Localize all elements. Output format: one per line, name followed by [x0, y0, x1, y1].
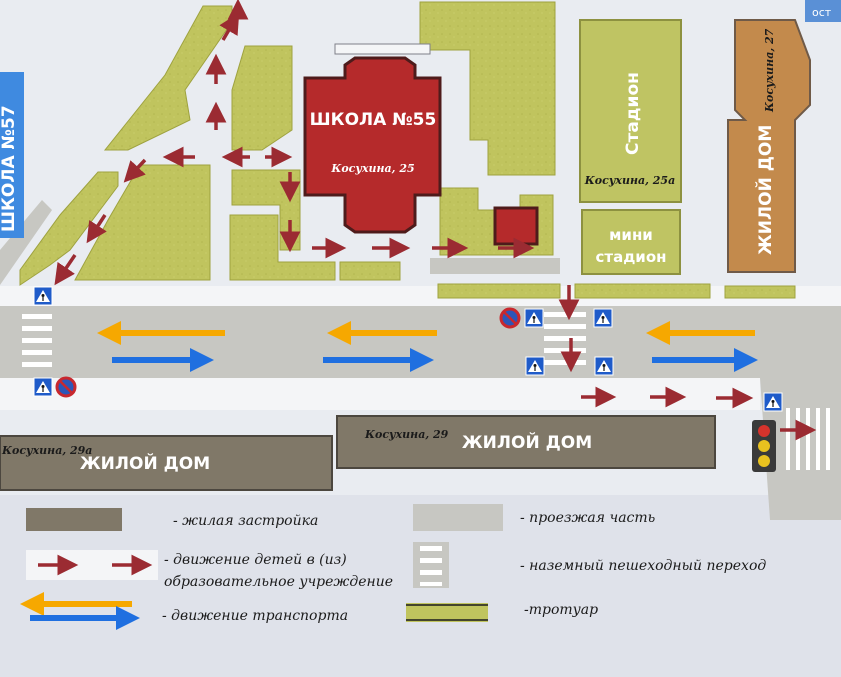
- house27-address: Косухина, 27: [763, 28, 776, 113]
- side-road-right: [760, 378, 841, 520]
- green-area: [74, 164, 211, 281]
- legend-crossing-swatch: [413, 542, 449, 588]
- green-area: [437, 283, 561, 299]
- house29a-building: [0, 435, 333, 491]
- green-area: [229, 214, 336, 281]
- walk-arrow: [219, 12, 240, 41]
- school55-address: Косухина, 25: [330, 162, 414, 175]
- legend-roadway-text: - проезжая часть: [520, 510, 655, 526]
- legend-children-text-2: образовательное учреждение: [164, 574, 393, 590]
- house27-title: ЖИЛОЙ ДОМ: [754, 125, 776, 255]
- green-area: [574, 283, 711, 299]
- walk-arrows: [54, 0, 817, 441]
- legend-residential-text: - жилая застройка: [173, 513, 318, 529]
- house29-title: ЖИЛОЙ ДОМ: [462, 431, 592, 453]
- no-parking-sign-icon: [499, 307, 521, 329]
- legend-residential-swatch: [26, 508, 122, 531]
- driveway-strip: [430, 258, 560, 274]
- legend-sidewalk-swatch: [406, 603, 488, 622]
- school57-building: [0, 72, 24, 238]
- legend-children-text-1: - движение детей в (из): [164, 552, 347, 568]
- school55-building: [303, 43, 442, 234]
- legend-crossing-text: - наземный пешеходный переход: [520, 558, 766, 574]
- legend-roadway-swatch: [413, 504, 503, 531]
- stadium-title: Стадион: [623, 72, 643, 155]
- house29a-address: Косухина, 29а: [1, 444, 92, 457]
- green-areas: [19, 1, 796, 299]
- green-area: [19, 171, 119, 286]
- house29-address: Косухина, 29: [364, 428, 449, 441]
- annex-building: [493, 206, 539, 246]
- house29-building: [336, 415, 716, 469]
- mini-stadium-line2: стадион: [595, 248, 666, 266]
- pedestrian-crossing-sign-icon: [763, 392, 783, 412]
- green-area: [339, 261, 401, 281]
- corner-sign-text: ост: [812, 6, 832, 19]
- walk-arrow: [54, 254, 77, 286]
- pedestrian-crossing-sign-icon: [525, 356, 545, 376]
- mini-stadium-line1: мини: [609, 226, 653, 244]
- house29a-title: ЖИЛОЙ ДОМ: [80, 452, 210, 474]
- sidewalk-bottom: [0, 378, 760, 410]
- house27-building: [727, 19, 811, 273]
- pedestrian-crossing-sign-icon: [593, 308, 613, 328]
- green-area: [231, 45, 293, 151]
- school57-title: ШКОЛА №57: [0, 105, 19, 232]
- diagonal-road-left: [0, 200, 52, 285]
- green-area: [724, 285, 796, 299]
- school55-title: ШКОЛА №55: [310, 110, 437, 130]
- stadium: [579, 19, 682, 203]
- pedestrian-crossing-sign-icon: [33, 377, 53, 397]
- legend-sidewalk-text: -тротуар: [524, 602, 598, 618]
- no-parking-sign-icon: [55, 376, 77, 398]
- mini-stadium: [581, 209, 681, 275]
- walk-arrow: [123, 158, 147, 183]
- traffic-arrows: [97, 321, 758, 372]
- walk-arrow: [86, 214, 107, 244]
- main-road: [0, 306, 841, 378]
- crossing-left: [22, 314, 52, 367]
- stadium-address: Косухина, 25а: [584, 174, 675, 187]
- corner-sign: [805, 0, 841, 22]
- legend-traffic-text: - движение транспорта: [162, 608, 348, 624]
- green-area: [419, 1, 556, 176]
- sidewalk-top: [0, 286, 841, 306]
- pedestrian-crossing-sign-icon: [33, 286, 53, 306]
- pedestrian-crossing-sign-icon: [594, 356, 614, 376]
- pedestrian-crossing-sign-icon: [524, 308, 544, 328]
- traffic-light-icon: [752, 420, 776, 472]
